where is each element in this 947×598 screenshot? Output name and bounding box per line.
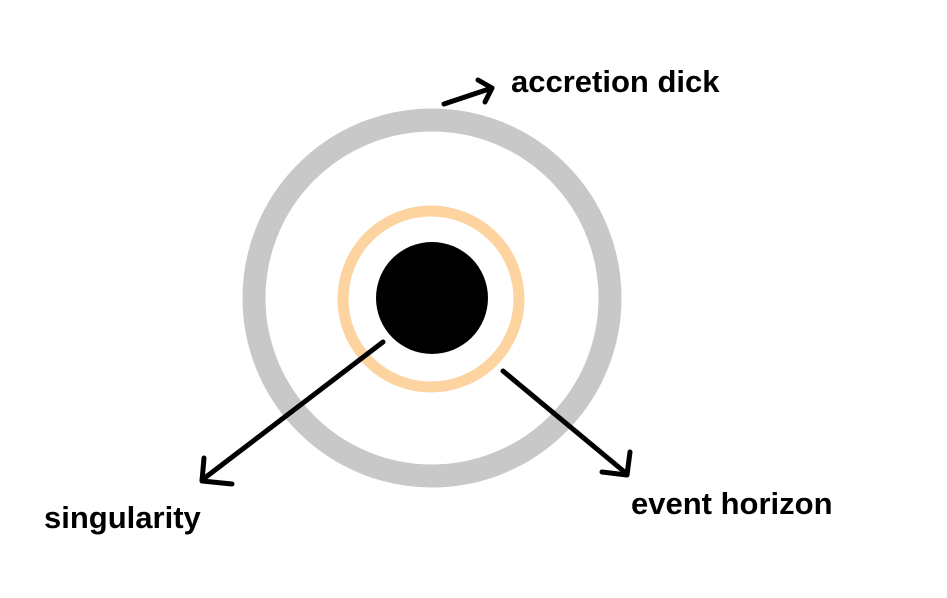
accretion-disk-label: accretion dick (511, 64, 720, 99)
event-horizon-ring (337, 205, 525, 393)
singularity-disk (376, 242, 488, 354)
singularity-arrow (199, 339, 386, 487)
singularity-label: singularity (44, 500, 201, 535)
event-horizon-label: event horizon (631, 486, 833, 521)
event-horizon-arrow (500, 368, 633, 478)
accretion-disk-ring (242, 108, 622, 488)
accretion-disk-arrow (441, 77, 495, 107)
